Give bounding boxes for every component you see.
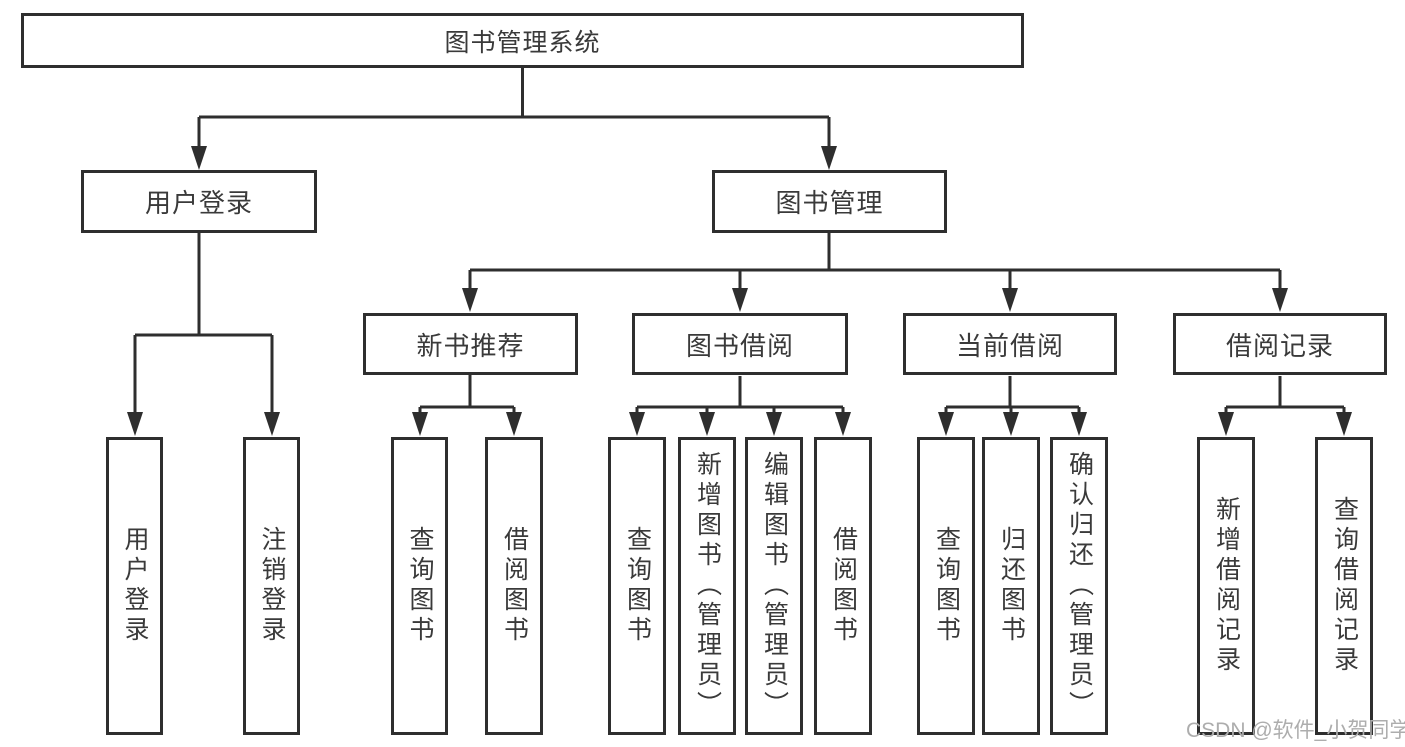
node-label: 查询图书: [932, 526, 961, 646]
node-library-system: 图书管理系统: [21, 13, 1024, 68]
arrowhead: [1272, 288, 1288, 312]
node-label: 图书管理系统: [444, 28, 601, 57]
node-label: 借阅图书: [829, 526, 858, 646]
edges-book-management-branch: [462, 233, 1288, 312]
arrowhead: [766, 412, 782, 436]
node-book-borrow: 图书借阅: [632, 313, 848, 375]
arrowhead: [191, 146, 207, 170]
arrowhead: [506, 412, 522, 436]
arrowhead: [629, 412, 645, 436]
arrowhead: [821, 146, 837, 170]
edges-new-book-group: [412, 375, 522, 436]
leaf-borrow-books: 借阅图书: [814, 437, 872, 735]
node-label: 借阅图书: [500, 526, 529, 646]
node-current-borrow: 当前借阅: [903, 313, 1117, 375]
leaf-add-borrow-record: 新增借阅记录: [1197, 437, 1255, 735]
arrowhead: [938, 412, 954, 436]
leaf-confirm-return-admin: 确认归还（管理员）: [1050, 437, 1108, 735]
node-label: 查询借阅记录: [1330, 496, 1359, 676]
node-label: 图书借阅: [685, 330, 794, 361]
node-label: 当前借阅: [955, 330, 1064, 361]
leaf-user-login: 用户登录: [106, 437, 163, 735]
leaf-add-books-admin: 新增图书（管理员）: [678, 437, 736, 735]
leaf-query-books-borrow: 查询图书: [608, 437, 666, 735]
arrowhead: [699, 412, 715, 436]
leaf-edit-books-admin: 编辑图书（管理员）: [745, 437, 803, 735]
leaf-borrow-books-recommend: 借阅图书: [485, 437, 543, 735]
node-label: 新书推荐: [416, 330, 525, 361]
node-new-book-recommend: 新书推荐: [363, 313, 578, 375]
arrowhead: [412, 412, 428, 436]
arrowhead: [127, 412, 143, 436]
node-book-management: 图书管理: [712, 170, 947, 233]
leaf-return-books: 归还图书: [982, 437, 1040, 735]
arrowhead: [1071, 412, 1087, 436]
arrowhead: [462, 288, 478, 312]
node-label: 编辑图书（管理员）: [760, 451, 789, 721]
edges-user-login-branch: [127, 233, 280, 436]
node-label: 用户登录: [121, 526, 149, 646]
edges-borrow-records-group: [1218, 376, 1352, 436]
leaf-logout: 注销登录: [243, 437, 300, 735]
node-label: 查询图书: [406, 526, 434, 646]
arrowhead: [1002, 288, 1018, 312]
leaf-query-books-recommend: 查询图书: [391, 437, 448, 735]
node-label: 新增图书（管理员）: [693, 451, 722, 721]
node-label: 确认归还（管理员）: [1065, 451, 1094, 721]
node-label: 借阅记录: [1225, 330, 1334, 361]
node-label: 归还图书: [997, 526, 1026, 646]
node-borrow-records: 借阅记录: [1173, 313, 1387, 375]
edges-book-borrow-group: [629, 376, 851, 436]
arrowhead: [264, 412, 280, 436]
watermark: CSDN @软件_小贺同学: [1186, 719, 1405, 742]
node-label: 用户登录: [144, 188, 253, 218]
node-user-login: 用户登录: [81, 170, 317, 233]
node-label: 图书管理: [775, 188, 884, 218]
arrowhead: [1218, 412, 1234, 436]
edges-current-borrow-group: [938, 376, 1087, 436]
leaf-query-borrow-record: 查询借阅记录: [1315, 437, 1373, 735]
arrowhead: [732, 288, 748, 312]
arrowhead: [1336, 412, 1352, 436]
leaf-query-books-current: 查询图书: [917, 437, 975, 735]
node-label: 查询图书: [623, 526, 652, 646]
node-label: 新增借阅记录: [1212, 496, 1241, 676]
arrowhead: [835, 412, 851, 436]
node-label: 注销登录: [258, 526, 286, 646]
arrowhead: [1003, 412, 1019, 436]
edges-root-to-level1: [191, 68, 837, 170]
